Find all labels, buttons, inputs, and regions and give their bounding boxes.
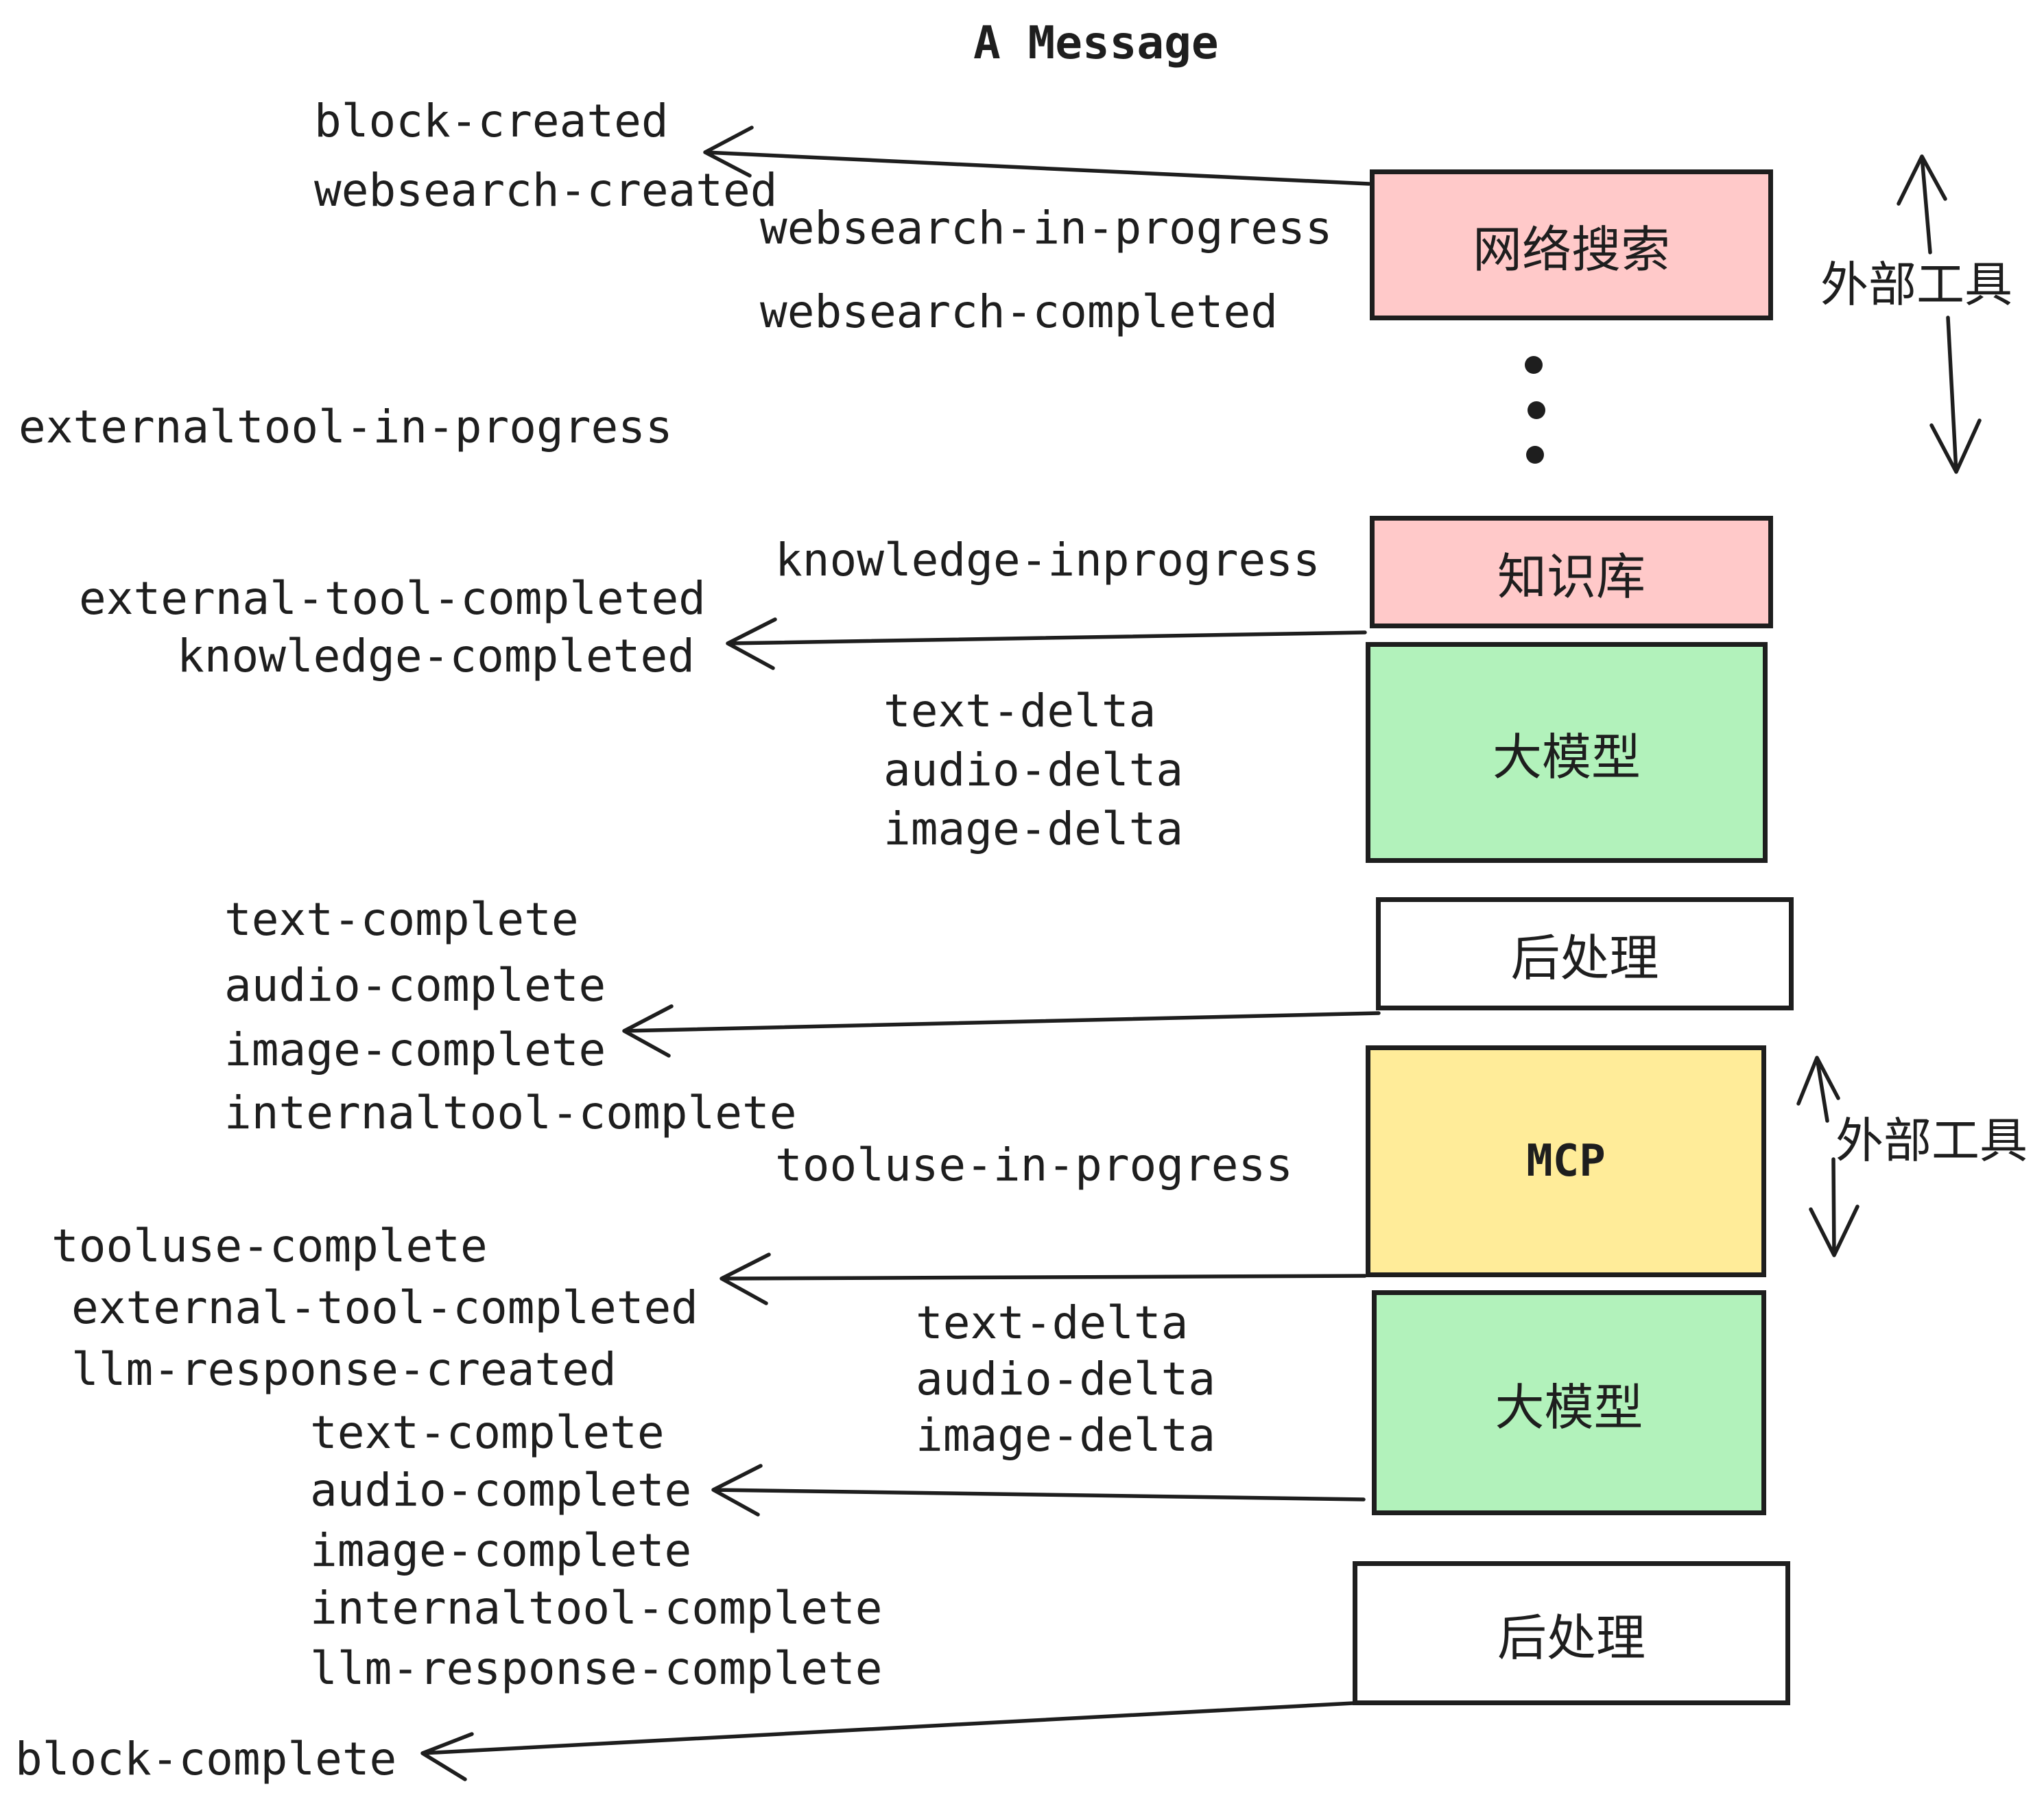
box-llm-2: 大模型 [1372,1290,1766,1515]
event-label-text-complete-2: text-complete [310,1406,665,1459]
event-label-websearch-in-progress: websearch-in-progress [760,202,1333,254]
arrow-to-external-tool-completed-2 [720,1253,1367,1305]
diagram-title: A Message [973,16,1219,69]
arrow-to-block-complete [420,1701,1355,1781]
external-tools-1-down-arrow [1929,316,1982,474]
event-label-internaltool-complete-2: internaltool-complete [310,1582,883,1635]
ellipsis-dot-1 [1525,356,1543,374]
box-knowledge-base: 知识库 [1370,516,1773,628]
arrow-to-audio-complete-2 [711,1464,1366,1517]
external-tools-2-down-arrow [1809,1157,1859,1257]
event-label-externaltool-in-progress: externaltool-in-progress [19,401,673,453]
event-label-external-tool-completed-2: external-tool-completed [71,1281,698,1334]
event-label-websearch-completed: websearch-completed [760,285,1278,338]
event-label-tooluse-in-progress: tooluse-in-progress [775,1139,1293,1191]
external-tools-1-up-arrow [1897,154,1947,254]
box-post-process-1: 后处理 [1376,897,1794,1010]
event-label-knowledge-inprogress: knowledge-inprogress [775,534,1320,586]
event-label-block-created: block-created [314,95,669,147]
arrow-to-image-complete [622,1004,1381,1058]
box-post-process-2: 后处理 [1353,1561,1790,1705]
event-label-image-delta-1: image-delta [883,803,1184,855]
event-label-external-tool-completed: external-tool-completed [79,572,706,625]
event-label-block-complete: block-complete [15,1733,397,1785]
event-label-websearch-created: websearch-created [314,164,778,217]
event-label-llm-response-complete: llm-response-complete [310,1642,883,1695]
box-mcp: MCP [1366,1045,1766,1277]
event-label-text-delta-1: text-delta [883,685,1156,737]
arrow-to-websearch-created [703,126,1371,186]
event-label-audio-delta-1: audio-delta [883,744,1184,796]
event-label-image-complete-2: image-complete [310,1524,692,1577]
arrow-to-knowledge-completed [726,617,1367,670]
event-label-internaltool-complete-1: internaltool-complete [224,1087,797,1139]
event-label-audio-complete-2: audio-complete [310,1464,692,1517]
external-tools-2-up-arrow [1796,1056,1840,1123]
ellipsis-dot-3 [1526,446,1544,464]
event-label-audio-delta-2: audio-delta [916,1353,1216,1405]
event-label-text-complete-1: text-complete [224,893,579,946]
event-label-tooluse-complete: tooluse-complete [51,1220,488,1272]
box-llm-1: 大模型 [1366,642,1768,863]
external-tools-label-1: 外部工具 [1820,257,2012,313]
event-label-knowledge-completed: knowledge-completed [177,630,695,683]
box-web-search: 网络搜索 [1370,169,1773,320]
event-label-audio-complete-1: audio-complete [224,959,606,1012]
event-label-image-complete-1: image-complete [224,1023,606,1076]
ellipsis-dot-2 [1528,401,1545,419]
event-label-text-delta-2: text-delta [916,1296,1189,1349]
event-label-image-delta-2: image-delta [916,1409,1216,1462]
external-tools-label-2: 外部工具 [1835,1113,2028,1169]
event-label-llm-response-created: llm-response-created [71,1343,617,1396]
